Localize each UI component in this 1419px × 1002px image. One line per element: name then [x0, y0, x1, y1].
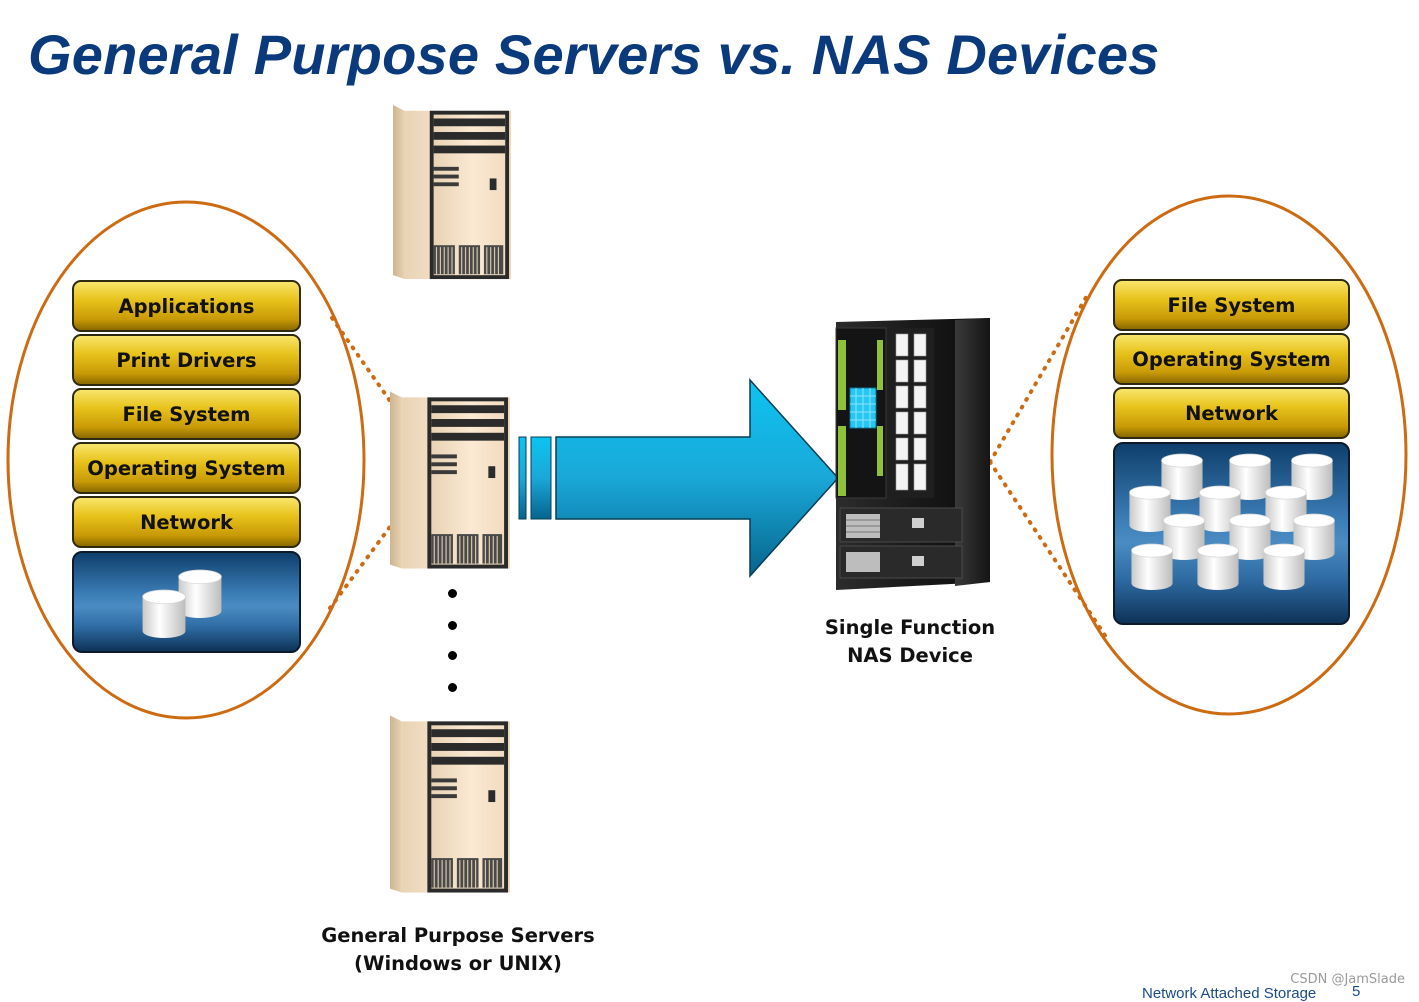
layer-file-system: File System: [1113, 279, 1350, 331]
right-arrow-icon: [518, 378, 840, 578]
nas-caption-line2: NAS Device: [847, 644, 973, 667]
disk-cylinder-icon: [1131, 543, 1173, 591]
ellipsis-dot: [448, 589, 457, 598]
layer-network: Network: [72, 496, 301, 548]
servers-caption-line1: General Purpose Servers: [321, 924, 595, 947]
layer-network: Network: [1113, 387, 1350, 439]
page-title: General Purpose Servers vs. NAS Devices: [28, 23, 1160, 86]
nas-storage-disks: [1129, 453, 1335, 591]
layer-print-drivers: Print Drivers: [72, 334, 301, 386]
nas-caption: Single Function NAS Device: [810, 614, 1010, 670]
nas-zoom-connector: [988, 292, 1110, 642]
layer-applications: Applications: [72, 280, 301, 332]
disk-cylinder-icon: [1197, 543, 1239, 591]
ellipsis-dot: [448, 651, 457, 660]
watermark: CSDN @JamSlade: [1290, 972, 1405, 987]
nas-zoom-ellipse: [1050, 194, 1408, 716]
layer-operating-system: Operating System: [1113, 333, 1350, 385]
footer-course-title: Network Attached Storage: [1142, 985, 1317, 1002]
disk-cylinder-icon: [1263, 543, 1305, 591]
nas-rack-icon: [835, 318, 990, 590]
tower-server-icon: [390, 390, 510, 570]
layer-file-system: File System: [72, 388, 301, 440]
server-storage-disks: [142, 569, 222, 639]
page-number: 5: [1352, 983, 1361, 1000]
server-zoom-ellipse: [6, 200, 366, 720]
servers-caption-line2: (Windows or UNIX): [354, 952, 562, 975]
layer-operating-system: Operating System: [72, 442, 301, 494]
tower-server-icon: [390, 714, 510, 894]
nas-caption-line1: Single Function: [824, 616, 996, 639]
server-zoom-connector: [328, 316, 397, 610]
ellipsis-dot: [448, 621, 457, 630]
disk-cylinder-icon: [142, 589, 186, 639]
servers-caption: General Purpose Servers (Windows or UNIX…: [310, 922, 606, 978]
ellipsis-dot: [448, 683, 457, 692]
tower-server-icon: [393, 104, 511, 280]
